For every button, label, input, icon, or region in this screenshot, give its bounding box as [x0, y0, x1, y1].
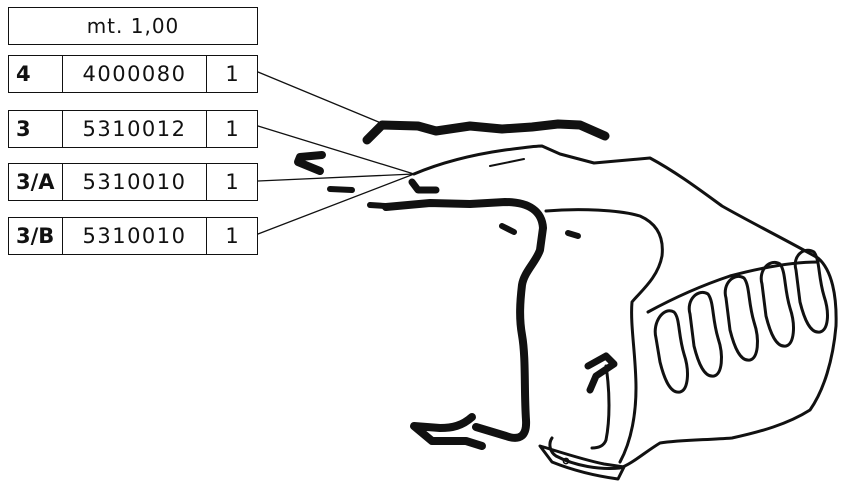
part-3-bottom-foot [410, 413, 486, 450]
part-quantity: 1 [225, 224, 239, 248]
cooling-slot-1 [653, 309, 689, 394]
cover-top-line-1 [489, 158, 525, 167]
parts-row-3b: 3/B 5310010 1 [8, 217, 258, 255]
main-cover-outline [412, 144, 838, 470]
item-number: 3/B [9, 218, 63, 254]
cooling-slot-3 [723, 275, 759, 362]
part-3a-left-hook [294, 151, 326, 175]
part-code: 5310012 [63, 111, 207, 147]
item-number: 4 [9, 56, 63, 92]
part-quantity: 1 [225, 62, 239, 86]
leader-line-3a [257, 173, 415, 182]
part-code: 5310010 [63, 164, 207, 200]
cooling-slots [653, 248, 829, 394]
leader-line-3b [257, 173, 415, 235]
cover-inner-contour [544, 208, 664, 464]
leader-line-3 [257, 125, 415, 175]
part-quantity: 1 [225, 117, 239, 141]
part-3a-dash-2 [367, 202, 388, 209]
leader-lines [257, 71, 415, 235]
part-code: 4000080 [63, 56, 207, 92]
parts-row-3: 3 5310012 1 [8, 110, 258, 148]
part-3-profile-strip [382, 198, 547, 442]
part-quantity: 1 [225, 170, 239, 194]
inner-tab-2 [565, 230, 581, 239]
cover-secondary-edge [590, 364, 611, 450]
part-3a-dash-1 [327, 186, 355, 193]
item-number: 3/A [9, 164, 63, 200]
part-code: 5310010 [63, 218, 207, 254]
part-3b-inner-hook [408, 178, 440, 194]
cooling-slot-2 [687, 291, 723, 378]
parts-row-3a: 3/A 5310010 1 [8, 163, 258, 201]
parts-row-4: 4 4000080 1 [8, 55, 258, 93]
cover-bottom-fold [538, 444, 626, 481]
mounting-hole [562, 457, 570, 465]
part-4-top-strip [362, 119, 610, 145]
length-header: mt. 1,00 [8, 7, 258, 45]
item-number: 3 [9, 111, 63, 147]
leader-line-4 [257, 71, 382, 124]
inner-tab-1 [499, 223, 517, 235]
inner-clip [584, 352, 618, 394]
cooling-slot-4 [759, 261, 795, 348]
cooling-slot-5 [793, 248, 829, 334]
cover-front-edge [646, 260, 820, 314]
